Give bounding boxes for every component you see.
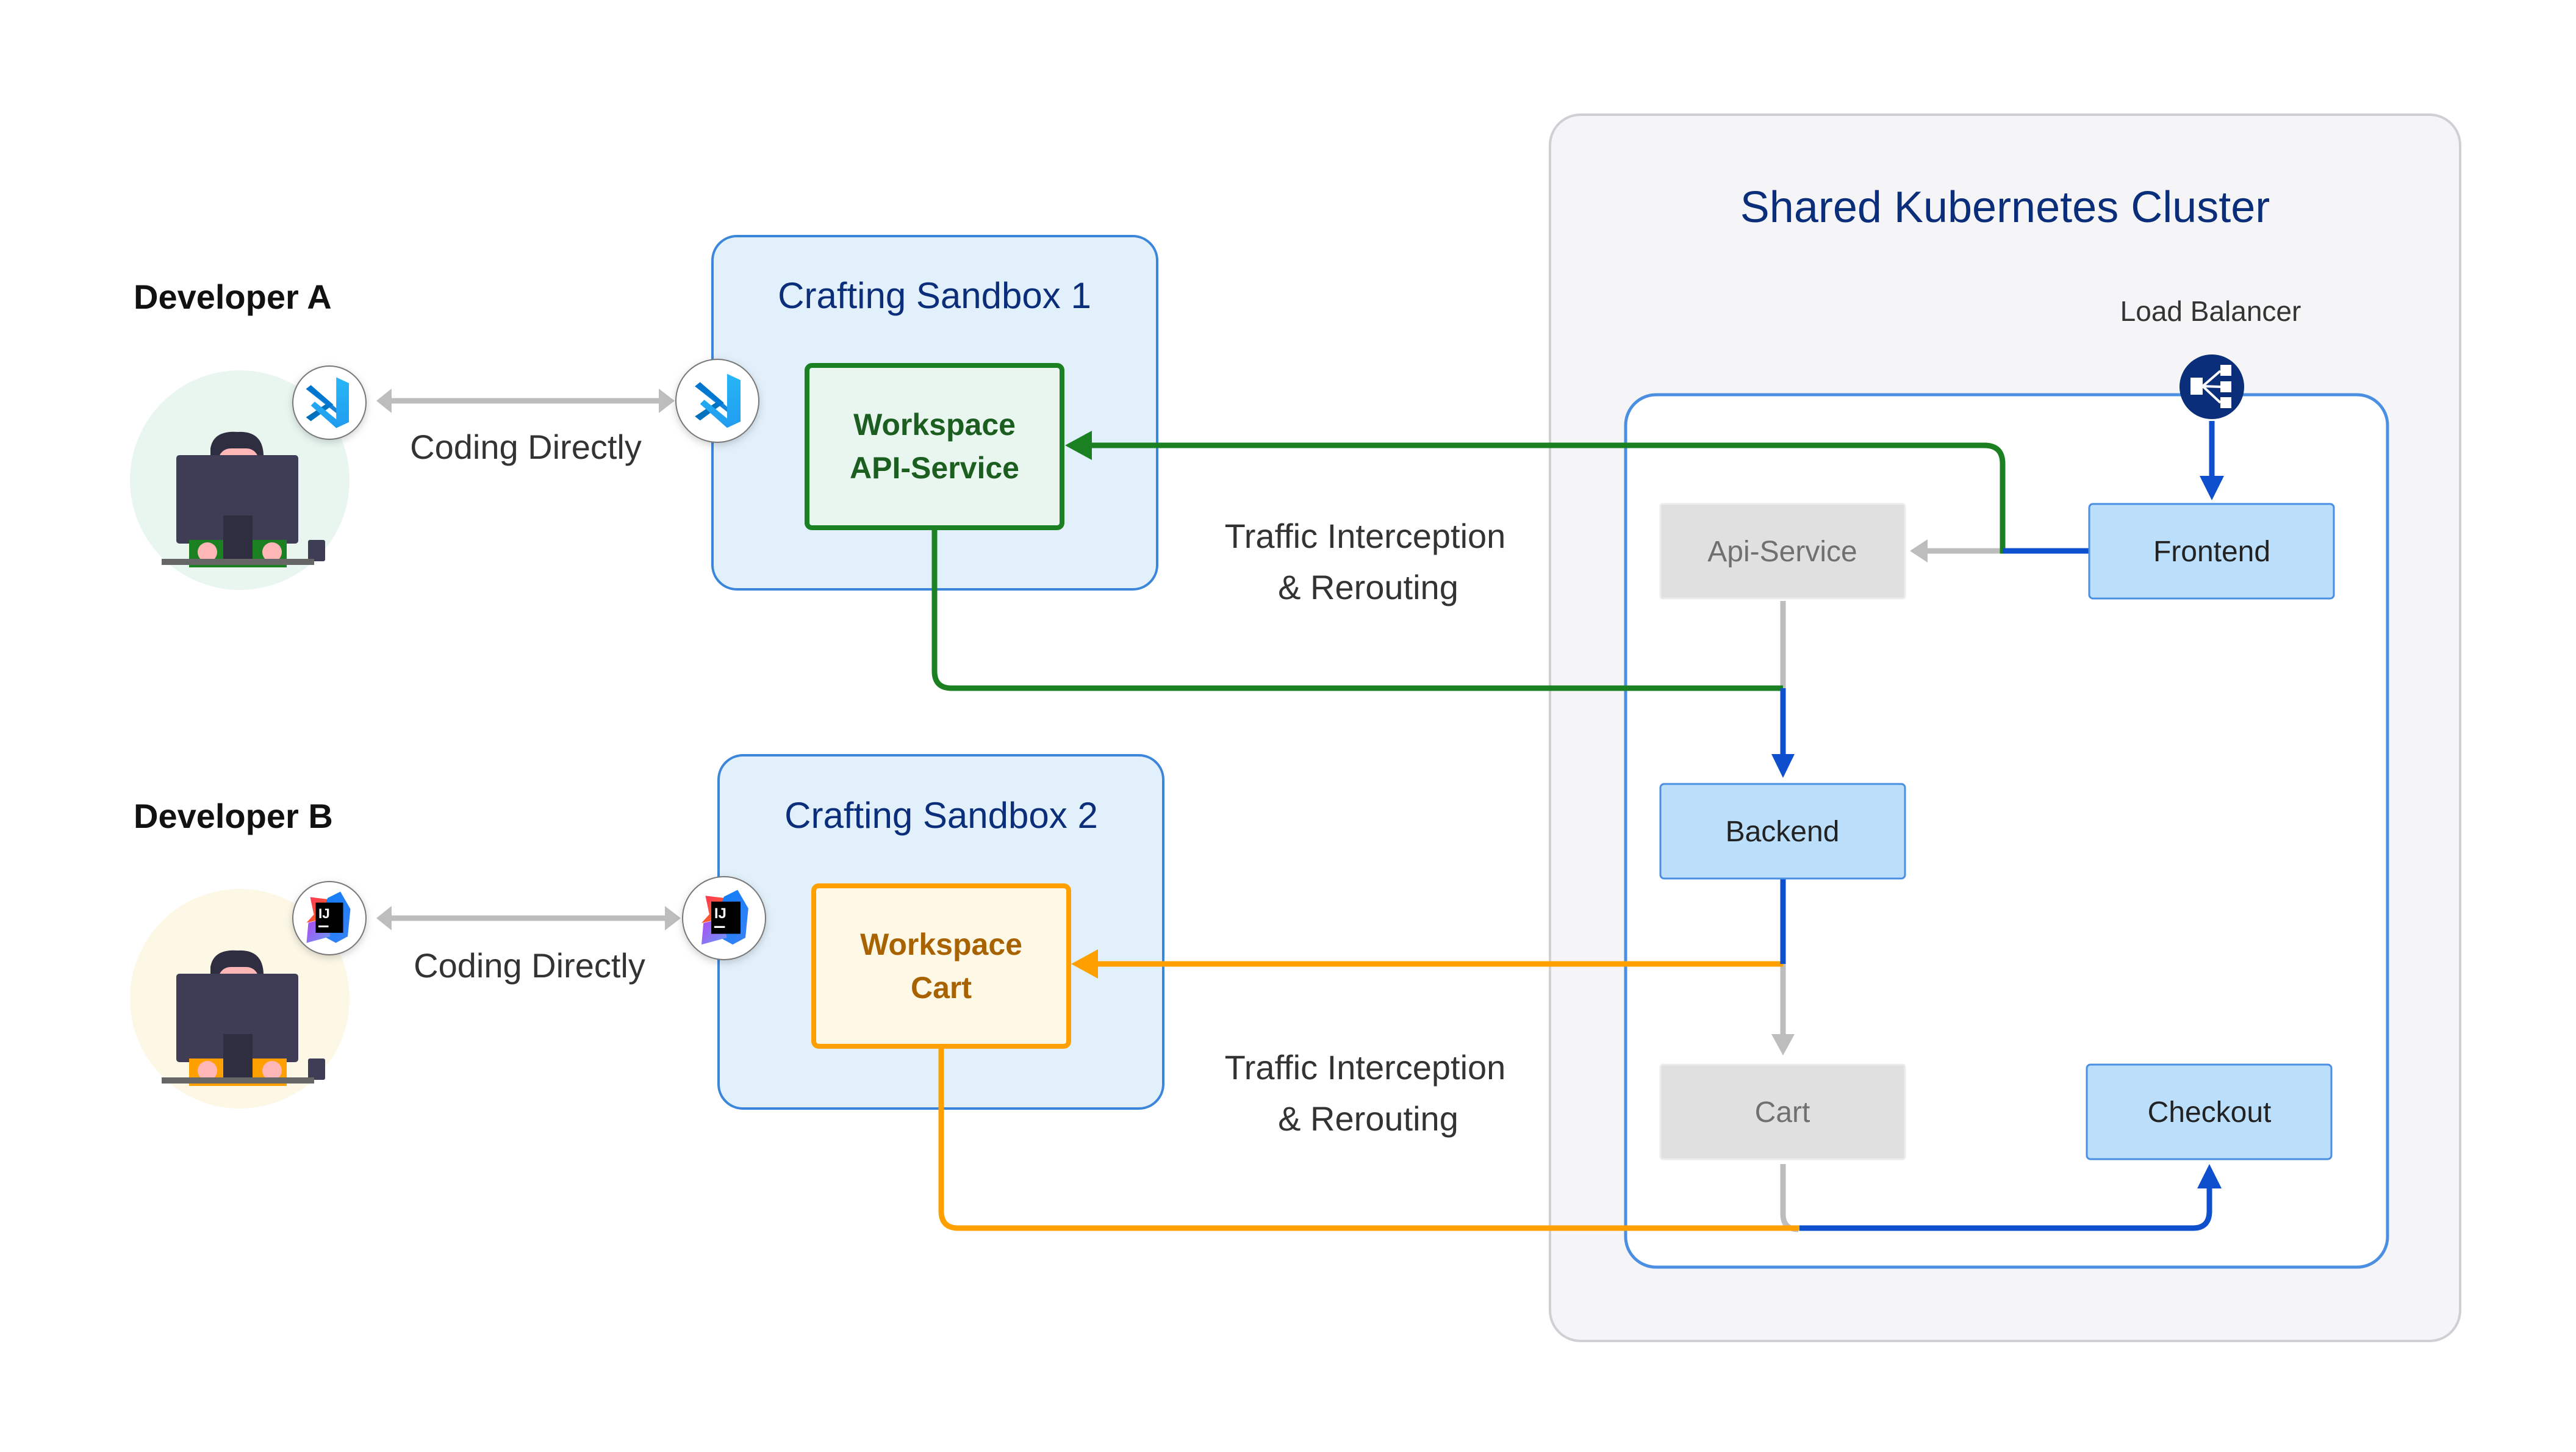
default-route-gray — [1771, 539, 2003, 1232]
developer-b-avatar — [130, 889, 350, 1109]
live-route-blue — [1771, 421, 2224, 1231]
service-cart[interactable]: Cart — [1659, 1063, 1906, 1160]
developer-a-label: Developer A — [134, 278, 332, 316]
sandbox-2-intellij-badge[interactable] — [682, 876, 766, 960]
developer-b-label: Developer B — [134, 797, 333, 835]
service-frontend[interactable]: Frontend — [2088, 503, 2335, 600]
coding-link-b — [376, 906, 681, 930]
service-checkout-label: Checkout — [2148, 1096, 2272, 1129]
coding-link-a — [376, 389, 675, 413]
load-balancer-icon[interactable] — [2180, 354, 2244, 419]
cluster-inner-boundary — [1624, 393, 2389, 1269]
workspace-api-service-line1: Workspace — [853, 408, 1016, 442]
traffic-interception-label-1a: Traffic Interception — [1225, 517, 1506, 555]
developer-b-intellij-badge[interactable] — [292, 881, 367, 955]
service-api-service-label: Api-Service — [1707, 536, 1857, 568]
coding-directly-label-b: Coding Directly — [414, 946, 645, 985]
load-balancer-label: Load Balancer — [2120, 295, 2302, 327]
cluster-title: Shared Kubernetes Cluster — [1740, 183, 2270, 232]
workspace-cart-line1: Workspace — [860, 927, 1022, 961]
service-api-service[interactable]: Api-Service — [1659, 503, 1906, 600]
workspace-api-service-line2: API-Service — [850, 451, 1019, 485]
coding-directly-label-a: Coding Directly — [410, 428, 642, 466]
service-checkout[interactable]: Checkout — [2086, 1063, 2333, 1160]
developer-a-avatar — [130, 370, 350, 590]
sandbox-1-title: Crafting Sandbox 1 — [778, 275, 1091, 316]
sandbox-2-title: Crafting Sandbox 2 — [784, 795, 1098, 836]
traffic-interception-label-2a: Traffic Interception — [1225, 1048, 1506, 1087]
sandbox-1-vscode-badge[interactable] — [675, 359, 759, 443]
intellij-icon — [306, 891, 351, 943]
developer-a-vscode-badge[interactable] — [292, 365, 367, 440]
service-backend-label: Backend — [1726, 816, 1840, 848]
service-backend[interactable]: Backend — [1659, 783, 1906, 880]
intellij-icon — [701, 890, 748, 945]
workspace-api-service[interactable]: Workspace API-Service — [805, 363, 1064, 530]
interception-path-orange — [938, 949, 1799, 1231]
workspace-cart[interactable]: Workspace Cart — [811, 883, 1071, 1049]
service-frontend-label: Frontend — [2153, 536, 2270, 568]
interception-path-green — [931, 431, 2089, 691]
service-cart-label: Cart — [1755, 1096, 1810, 1129]
workspace-cart-line2: Cart — [911, 971, 972, 1005]
traffic-interception-label-1b: & Rerouting — [1278, 568, 1458, 606]
traffic-interception-label-2b: & Rerouting — [1278, 1099, 1458, 1138]
